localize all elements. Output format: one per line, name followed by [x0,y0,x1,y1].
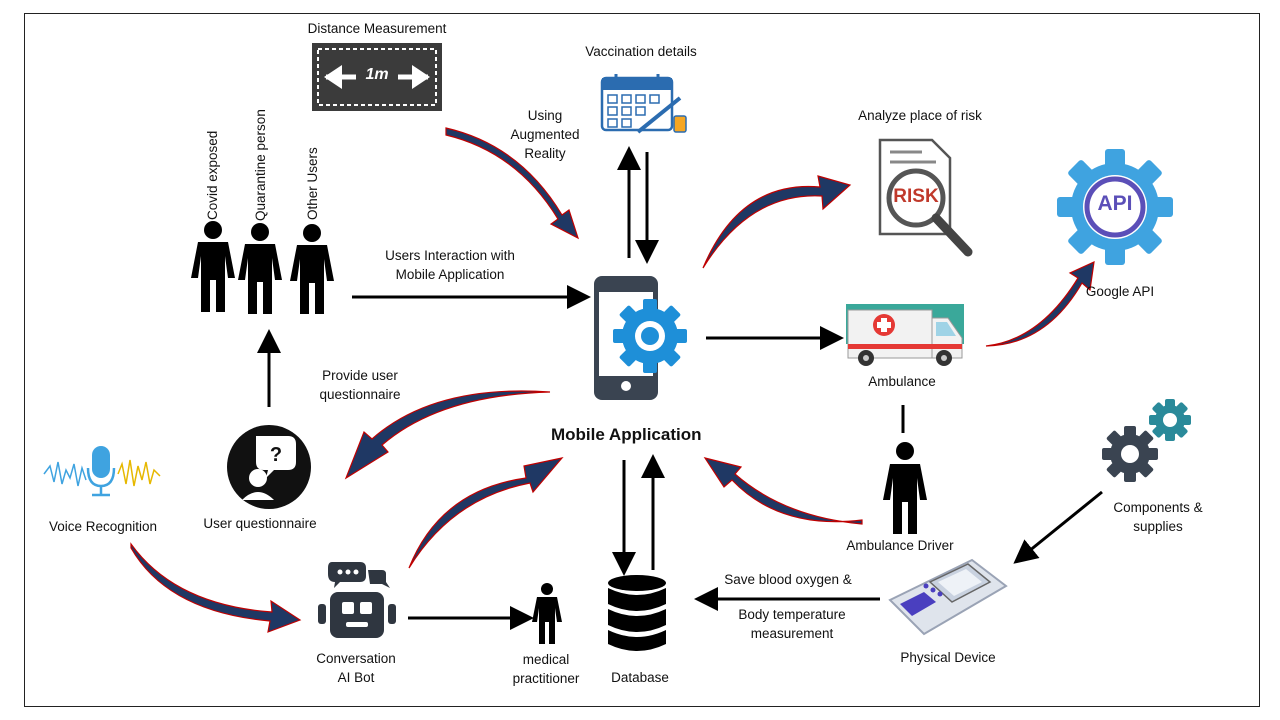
curved-arrow-voice-to-bot [130,542,302,633]
provide-questionnaire-line1: Provide user [322,368,398,383]
user-questionnaire-icon: ? [227,425,311,509]
provide-questionnaire-line2: questionnaire [319,387,401,402]
quarantine-person-label: Quarantine person [253,109,268,221]
curved-arrow-distance-to-app [445,127,580,240]
mobile-app-icon [594,276,687,400]
curved-arrow-app-to-risk [702,175,852,269]
save-measurement-line1: Save blood oxygen & [724,572,852,587]
ambulance-label: Ambulance [868,374,936,389]
ambulance-driver-icon [883,442,927,534]
medical-practitioner-icon [532,583,562,644]
api-word: API [1097,192,1133,215]
medical-practitioner-line2: practitioner [512,671,580,686]
voice-waveform-icon [43,446,161,497]
ambulance-icon [846,304,964,366]
users-group-icon [191,221,334,314]
curved-arrow-bot-to-app [408,457,564,569]
diagram-frame [24,13,1260,707]
components-gears-icon [1102,399,1191,482]
vaccination-label: Vaccination details [585,44,697,59]
ai-bot-icon [318,562,396,638]
save-measurement-line3: measurement [750,626,834,641]
ar-label-line3: Reality [524,146,566,161]
interaction-label-line2: Mobile Application [395,267,505,282]
arrow-components-to-device [1013,490,1103,564]
physical-device-icon [888,558,1008,636]
ambulance-driver-label: Ambulance Driver [846,538,954,553]
voice-recognition-label: Voice Recognition [48,519,158,534]
components-label-line2: supplies [1133,519,1183,534]
user-questionnaire-label: User questionnaire [203,516,317,531]
ar-label-line1: Using [527,108,563,123]
physical-device-label: Physical Device [900,650,996,665]
ai-bot-label-line1: Conversation [316,651,396,666]
api-gear-icon [1057,149,1173,265]
risk-word: RISK [893,186,939,207]
ar-label-line2: Augmented [510,127,580,142]
save-measurement-line2: Body temperature [738,607,846,622]
interaction-label-line1: Users Interaction with [385,248,515,263]
risk-label: Analyze place of risk [858,108,982,123]
mobile-app-title: Mobile Application [551,425,702,444]
covid-exposed-label: Covid exposed [205,130,220,220]
distance-sign-text: 1m [365,66,389,83]
database-label: Database [611,670,669,685]
distance-sign-icon [312,43,442,111]
curved-arrow-driver-to-app [703,457,863,525]
google-api-label: Google API [1085,284,1155,299]
distance-measurement-label: Distance Measurement [307,21,447,36]
medical-practitioner-line1: medical [522,652,570,667]
svg-text:?: ? [270,444,282,466]
curved-arrow-app-to-questionnaire [344,390,551,480]
other-users-label: Other Users [305,147,320,220]
components-label-line1: Components & [1113,500,1203,515]
curved-arrow-ambulance-to-api [985,260,1095,347]
ai-bot-label-line2: AI Bot [337,670,375,685]
risk-document-icon [878,138,973,257]
database-icon [608,575,666,651]
vaccination-calendar-icon [600,74,687,134]
